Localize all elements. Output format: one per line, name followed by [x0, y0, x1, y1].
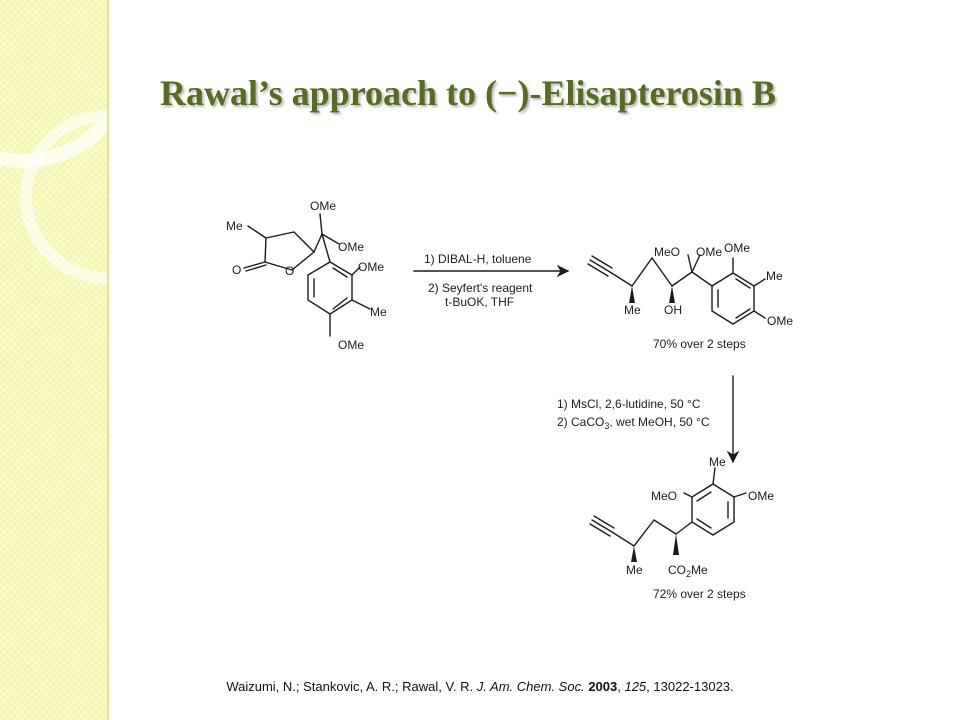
- step1-yield: 70% over 2 steps: [653, 337, 746, 351]
- methyl-label: Me: [624, 303, 641, 317]
- ring-me-bond: [712, 467, 716, 485]
- chain-bond: [631, 257, 653, 287]
- ring-ome-bond: [733, 492, 747, 498]
- ketal-bond: [691, 254, 701, 273]
- alkyne-bond: [593, 515, 615, 529]
- ring-methoxy-label: OMe: [358, 260, 384, 274]
- stereo-wedge: [669, 286, 675, 303]
- benzene-double-bond: [332, 297, 348, 310]
- carbonyl-oxygen-label: O: [232, 263, 241, 277]
- step1-condition: t-BuOK, THF: [445, 295, 514, 309]
- alkyne-bond: [591, 255, 613, 269]
- citation-pages: 13022-13023.: [653, 679, 734, 694]
- ketal-bond: [313, 233, 323, 253]
- benzene-double-bond: [735, 308, 751, 319]
- ring-me-bond: [351, 299, 371, 310]
- lactone-ring: [264, 231, 316, 271]
- aryl-bond: [675, 521, 693, 535]
- aryl-bond: [691, 271, 713, 287]
- ring-methoxy-label: OMe: [767, 314, 793, 328]
- chain-bond: [611, 531, 635, 547]
- ketal-methoxy-label: OMe: [310, 199, 336, 213]
- stereo-wedge: [631, 546, 637, 562]
- alkyne-bond: [587, 263, 609, 277]
- alkyne-bond: [589, 523, 611, 537]
- chain-bond: [671, 271, 693, 287]
- hydroxyl-label: OH: [664, 303, 682, 317]
- ketal-bond: [687, 254, 693, 273]
- step1-condition: 1) DIBAL-H, toluene: [424, 252, 532, 266]
- ketal-ome-bond: [319, 213, 323, 235]
- citation: Waizumi, N.; Stankovic, A. R.; Rawal, V.…: [226, 679, 734, 694]
- citation-year: 2003: [588, 679, 618, 694]
- step2-yield: 72% over 2 steps: [653, 587, 746, 601]
- ketal-methoxy-label: OMe: [696, 245, 722, 259]
- citation-authors: Waizumi, N.; Stankovic, A. R.; Rawal, V.…: [226, 679, 474, 694]
- methyl-bond: [247, 225, 267, 239]
- benzene-double-bond: [332, 267, 348, 278]
- chain-bond: [653, 519, 677, 535]
- carbonyl-bond: [245, 264, 267, 272]
- ring-methoxy-label: MeO: [651, 489, 677, 503]
- step2-condition: 2) CaCO3, wet MeOH, 50 °C: [557, 415, 710, 431]
- alkyne-bond: [591, 519, 613, 533]
- ring-ome-bond: [351, 266, 361, 276]
- ring-methyl-label: Me: [766, 269, 783, 283]
- ring-me-bond: [753, 278, 766, 287]
- ring-oxygen-label: O: [285, 264, 294, 278]
- alkyne-bond: [589, 259, 611, 273]
- step2-condition: 1) MsCl, 2,6-lutidine, 50 °C: [557, 397, 701, 411]
- stereo-wedge: [629, 286, 635, 303]
- ring-methoxy-label: OMe: [724, 241, 750, 255]
- ring-methoxy-label: OMe: [748, 489, 774, 503]
- band-edge-line: [107, 0, 109, 720]
- chain-bond: [609, 271, 633, 287]
- ester-label: CO2Me: [668, 563, 708, 579]
- ring-methoxy-label: OMe: [338, 338, 364, 352]
- ketal-methoxy-label: OMe: [338, 240, 364, 254]
- benzene-double-bond: [696, 491, 712, 502]
- methyl-label: Me: [626, 563, 643, 577]
- benzene-double-bond: [735, 278, 751, 289]
- ketal-methoxy-label: MeO: [654, 245, 680, 259]
- slide-title: Rawal’s approach to (−)-Elisapterosin B: [160, 73, 776, 113]
- ring-methyl-label: Me: [370, 305, 387, 319]
- step1-condition: 2) Seyfert's reagent: [428, 281, 533, 295]
- ring-methyl-label: Me: [709, 455, 726, 469]
- decorative-side-band: [0, 0, 107, 720]
- ketal-ome-bond: [321, 233, 340, 245]
- citation-volume: 125: [624, 679, 647, 694]
- stereo-wedge: [673, 534, 679, 555]
- benzene-double-bond: [696, 518, 712, 529]
- aryl-bond: [321, 233, 331, 263]
- citation-journal: J. Am. Chem. Soc.: [476, 679, 585, 694]
- chain-bond: [651, 257, 673, 287]
- ring-ome-bond: [753, 310, 766, 319]
- intermediate-structure: MeO OMe OMe Me OMe Me OH: [587, 241, 793, 328]
- carbonyl-bond: [243, 261, 266, 269]
- chain-bond: [633, 519, 655, 547]
- product-structure: Me MeO OMe Me CO2Me: [589, 455, 774, 579]
- lactone-structure: Me OMe OMe OMe Me OMe O O: [226, 199, 387, 352]
- methyl-label: Me: [226, 219, 243, 233]
- ring-ome-bond: [683, 492, 693, 498]
